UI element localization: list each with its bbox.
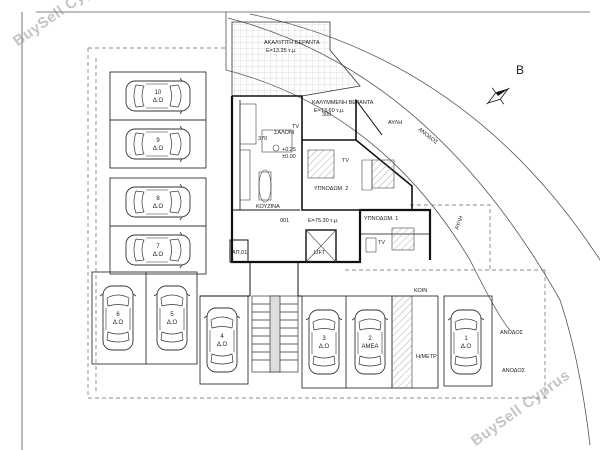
parking-number: 9: [156, 138, 160, 144]
uncovered-veranda-area: E=13.25 τ.μ.: [266, 48, 297, 54]
parking-tag: Δ.Ο: [153, 146, 164, 152]
parking-space: [203, 307, 241, 373]
car-icon: [99, 285, 137, 351]
parking-space: [125, 77, 191, 115]
parking-number: 8: [156, 196, 160, 202]
meters-label: Η/ΜΕΤΡ: [416, 354, 437, 360]
car-icon: [125, 125, 191, 163]
parking-number: 2: [368, 336, 372, 342]
north-letter: B: [516, 63, 524, 77]
lift-label: LIFT: [314, 250, 326, 256]
parking-space: [125, 183, 191, 221]
car-icon: [125, 183, 191, 221]
road-label: ΑΝΟΔΟΣ: [500, 330, 524, 336]
parking-space: [153, 285, 191, 351]
bedroom-2-label: ΥΠΝΟΔΩΜ. 2: [314, 186, 348, 192]
parking-number: 1: [464, 336, 468, 342]
road-label: ΑΝΟΔΟΣ: [417, 127, 439, 146]
tv-label-bedroom2: TV: [342, 158, 349, 164]
parking-space: [351, 309, 389, 375]
parking-number: 7: [156, 244, 160, 250]
car-icon: [305, 309, 343, 375]
parking-number: 4: [220, 334, 224, 340]
disabled-access-hatch: [391, 295, 413, 389]
parking-tag: Δ.Ο: [153, 252, 164, 258]
parking-tag: Δ.Ο: [217, 342, 228, 348]
parking-tag: Δ.Ο: [461, 344, 472, 350]
parking-tag: Δ.Ο: [167, 320, 178, 326]
apartment-walls: [200, 95, 432, 297]
parking-tag: Δ.Ο: [113, 320, 124, 326]
car-icon: [203, 307, 241, 373]
stairwell: [251, 295, 299, 373]
covered-veranda-label: ΚΑΛΥΜΜΕΝΗ ΒΕΡΑΝΤΑ: [312, 100, 374, 106]
tv-label-living: TV: [292, 124, 299, 130]
parking-space: [125, 125, 191, 163]
car-icon: [125, 231, 191, 269]
parking-tag: ΑΜΕΑ: [361, 344, 378, 350]
parking-space: [447, 309, 485, 375]
uncovered-veranda: [231, 21, 361, 97]
kitchen-label: ΚΟΥΖΙΝΑ: [256, 204, 280, 210]
car-icon: [125, 77, 191, 115]
parking-outline: [87, 47, 546, 399]
uncovered-veranda-label: ΑΚΑΛΥΠΤΗ ΒΕΡΑΝΤΑ: [264, 40, 320, 46]
parking-tag: Δ.Ο: [319, 344, 330, 350]
parking-bays: [91, 71, 493, 389]
car-icon: [351, 309, 389, 375]
parking-number: 6: [116, 312, 120, 318]
road-label: ΑΝΟΔΟΣ: [502, 368, 526, 374]
north-arrow-icon: [486, 87, 510, 105]
living-room-label: ΣΑΛΟΝΙ: [274, 130, 295, 136]
courtyard-side-label: ΑΥΛΗ: [454, 215, 464, 230]
courtyard-label: ΑΥΛΗ: [388, 120, 402, 126]
bins-label: ΚΟΙΝ: [414, 288, 427, 294]
tv-label-bedroom1: TV: [378, 240, 385, 246]
dimension-300: 300: [322, 112, 331, 118]
parking-number: 3: [322, 336, 326, 342]
apartment-number: 001: [280, 218, 289, 224]
parking-number: 5: [170, 312, 174, 318]
apartment-area: E=75.30 τ.μ.: [308, 218, 339, 224]
car-icon: [447, 309, 485, 375]
interior-details: [239, 103, 415, 263]
parking-tag: Δ.Ο: [153, 204, 164, 210]
parking-space: [99, 285, 137, 351]
parking-space: [125, 231, 191, 269]
bedroom-1-label: ΥΠΝΟΔΩΜ. 1: [364, 216, 398, 222]
level-lower: ±0.00: [282, 154, 296, 160]
parked-cars: 10Δ.Ο9Δ.Ο8Δ.Ο7Δ.Ο6Δ.Ο5Δ.Ο4Δ.Ο3Δ.Ο2ΑΜΕΑ1Δ…: [99, 77, 485, 375]
parking-tag: Δ.Ο: [153, 98, 164, 104]
dimension-370: 370: [258, 136, 267, 142]
level-upper: +0.25: [282, 147, 296, 153]
parking-number: 10: [155, 90, 162, 96]
parking-space: [305, 309, 343, 375]
covered-veranda-area: E=13.60 τ.μ.: [314, 108, 345, 114]
storage-label: ΑΠ.01: [232, 250, 247, 256]
car-icon: [153, 285, 191, 351]
